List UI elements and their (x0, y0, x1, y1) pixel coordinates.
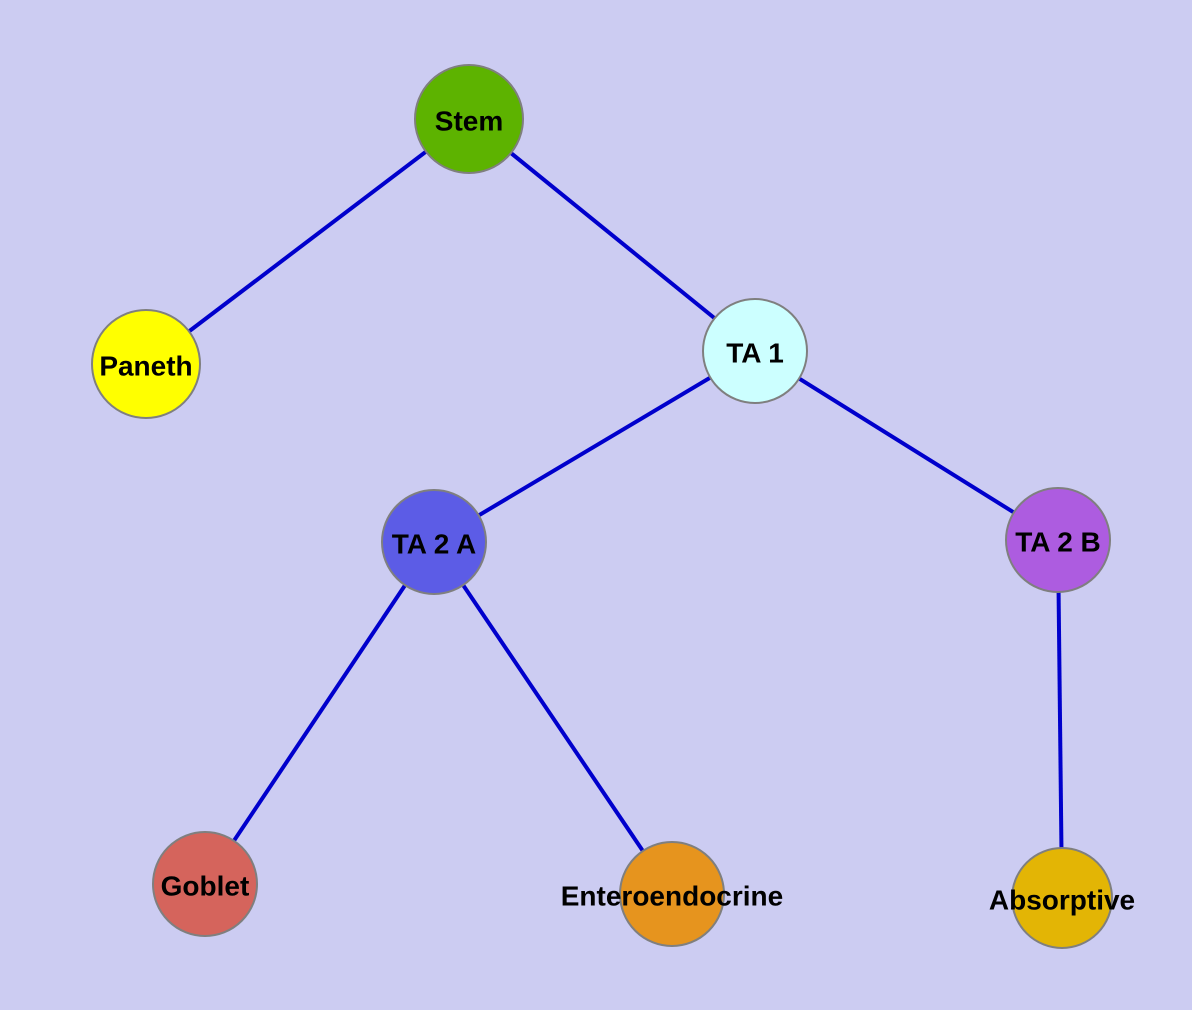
node-goblet[interactable] (152, 831, 258, 937)
edge-stem-ta1 (467, 117, 757, 353)
edge-ta2a-goblet (203, 540, 436, 886)
node-stem[interactable] (414, 64, 524, 174)
node-absorptive[interactable] (1011, 847, 1113, 949)
edge-ta2b-absorptive (1056, 539, 1064, 899)
node-ta1[interactable] (702, 298, 808, 404)
edge-ta2a-enteroendocrine (432, 540, 674, 896)
edge-ta1-ta2b (753, 349, 1060, 542)
node-ta2a[interactable] (381, 489, 487, 595)
node-enteroendocrine[interactable] (619, 841, 725, 947)
edge-ta1-ta2a (432, 349, 757, 544)
edge-stem-paneth (144, 117, 471, 366)
node-ta2b[interactable] (1005, 487, 1111, 593)
node-paneth[interactable] (91, 309, 201, 419)
